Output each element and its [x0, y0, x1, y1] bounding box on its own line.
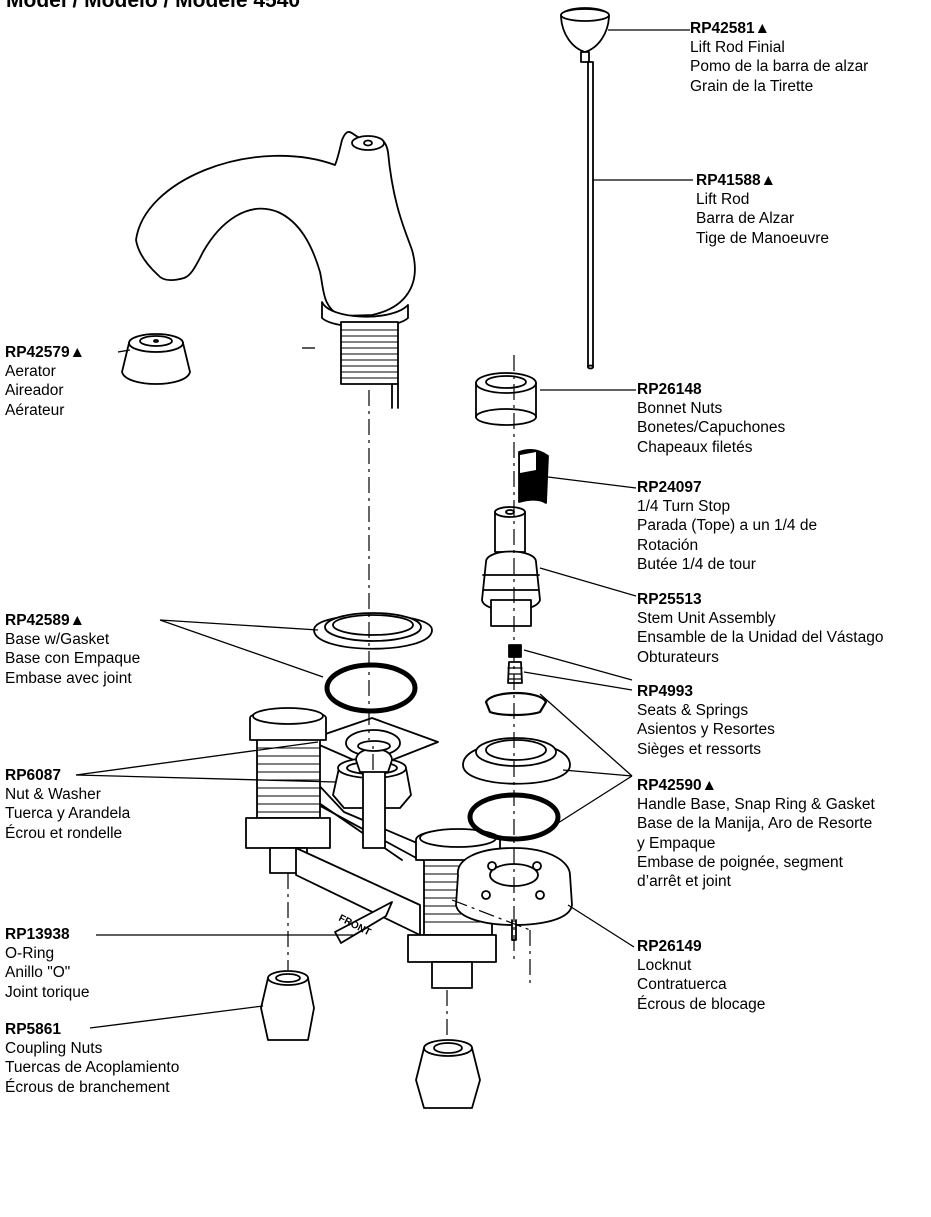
stem-unit-part — [481, 506, 541, 627]
turn-stop-part — [518, 449, 549, 504]
label-line: Stem Unit Assembly — [637, 610, 776, 628]
label-line: Ensamble de la Unidad del Vástago — [637, 629, 884, 647]
label-locknut: RP26149 Locknut Contratuerca Écrous de b… — [637, 937, 765, 1014]
label-line: Rotación — [637, 536, 699, 554]
label-line: Anillo "O" — [5, 964, 71, 982]
label-handle-base: RP42590▲ Handle Base, Snap Ring & Gasket… — [637, 776, 875, 891]
handle-base-part — [462, 692, 571, 842]
label-line: Butée 1/4 de tour — [637, 555, 756, 573]
label-line: Coupling Nuts — [5, 1040, 103, 1058]
coupling-nut-left-part — [260, 970, 315, 1041]
leader-lines — [75, 29, 693, 1029]
label-coupling-nuts: RP5861 Coupling Nuts Tuercas de Acoplami… — [5, 1020, 179, 1097]
label-line: Barra de Alzar — [696, 210, 795, 228]
label-line: Bonetes/Capuchones — [637, 419, 786, 437]
part-number: RP42579▲ — [5, 344, 85, 361]
label-line: Pomo de la barra de alzar — [690, 58, 869, 76]
part-number: RP26148 — [637, 381, 702, 398]
part-number: RP24097 — [637, 479, 702, 496]
label-line: y Empaque — [637, 834, 716, 852]
part-number: RP5861 — [5, 1021, 62, 1038]
part-number: RP25513 — [637, 591, 702, 608]
valve-body-part — [245, 707, 501, 989]
label-line: d’arrêt et joint — [637, 873, 731, 891]
label-line: Lift Rod Finial — [690, 39, 785, 57]
part-number: RP13938 — [5, 926, 70, 943]
lift-rod-part — [587, 61, 594, 370]
model-title: Model / Modelo / Modèle 4540 — [6, 0, 301, 12]
label-stem-unit: RP25513 Stem Unit Assembly Ensamble de l… — [637, 590, 883, 667]
spout-part — [135, 131, 416, 409]
label-line: Écrou et rondelle — [5, 824, 123, 842]
part-number: RP41588▲ — [696, 172, 776, 189]
label-line: Bonnet Nuts — [637, 400, 723, 418]
part-number: RP6087 — [5, 767, 62, 784]
label-line: Locknut — [637, 957, 692, 975]
label-line: Base con Empaque — [5, 650, 141, 668]
label-lift-rod: RP41588▲ Lift Rod Barra de Alzar Tige de… — [696, 171, 829, 248]
label-seats-springs: RP4993 Seats & Springs Asientos y Resort… — [637, 682, 775, 759]
label-base-gasket: RP42589▲ Base w/Gasket Base con Empaque … — [5, 611, 140, 688]
label-aerator: RP42579▲ Aerator Aireador Aérateur — [5, 343, 85, 420]
label-line: Joint torique — [5, 983, 90, 1001]
label-line: Obturateurs — [637, 648, 719, 666]
part-number: RP26149 — [637, 938, 702, 955]
label-line: Aireador — [5, 382, 64, 400]
label-line: Tige de Manoeuvre — [696, 229, 829, 247]
label-bonnet-nuts: RP26148 Bonnet Nuts Bonetes/Capuchones C… — [637, 380, 785, 457]
label-line: Écrous de blocage — [637, 995, 766, 1013]
part-number: RP42581▲ — [690, 20, 770, 37]
label-line: Asientos y Resortes — [637, 721, 775, 739]
label-line: Aerator — [5, 363, 56, 381]
base-gasket-part — [313, 612, 433, 714]
label-line: Lift Rod — [696, 191, 750, 209]
label-nut-washer: RP6087 Nut & Washer Tuerca y Arandela Éc… — [5, 766, 130, 843]
label-line: O-Ring — [5, 945, 55, 963]
label-line: Base de la Manija, Aro de Resorte — [637, 815, 873, 833]
coupling-nut-right-part — [415, 1039, 481, 1109]
part-number: RP4993 — [637, 683, 694, 700]
label-line: Aérateur — [5, 401, 65, 419]
label-line: Grain de la Tirette — [690, 77, 814, 95]
label-line: Sièges et ressorts — [637, 740, 762, 758]
label-line: Nut & Washer — [5, 786, 101, 804]
label-line: 1/4 Turn Stop — [637, 498, 731, 516]
part-number: RP42590▲ — [637, 777, 717, 794]
label-lift-rod-finial: RP42581▲ Lift Rod Finial Pomo de la barr… — [690, 19, 868, 96]
label-turn-stop: RP24097 1/4 Turn Stop Parada (Tope) a un… — [637, 478, 817, 574]
label-line: Chapeaux filetés — [637, 438, 753, 456]
lift-rod-finial-part — [560, 7, 610, 63]
label-line: Seats & Springs — [637, 702, 749, 720]
label-line: Handle Base, Snap Ring & Gasket — [637, 796, 875, 814]
label-line: Tuercas de Acoplamiento — [5, 1059, 180, 1077]
label-line: Embase de poignée, segment — [637, 853, 843, 871]
label-line: Écrous de branchement — [5, 1078, 170, 1096]
seats-springs-part — [507, 644, 523, 684]
label-line: Base w/Gasket — [5, 631, 110, 649]
part-number: RP42589▲ — [5, 612, 85, 629]
label-line: Embase avec joint — [5, 669, 132, 687]
label-line: Tuerca y Arandela — [5, 805, 131, 823]
label-o-ring: RP13938 O-Ring Anillo "O" Joint torique — [5, 925, 89, 1002]
label-line: Parada (Tope) a un 1/4 de — [637, 517, 818, 535]
aerator-part — [121, 333, 191, 385]
label-line: Contratuerca — [637, 976, 727, 994]
bonnet-nut-part — [475, 372, 537, 426]
